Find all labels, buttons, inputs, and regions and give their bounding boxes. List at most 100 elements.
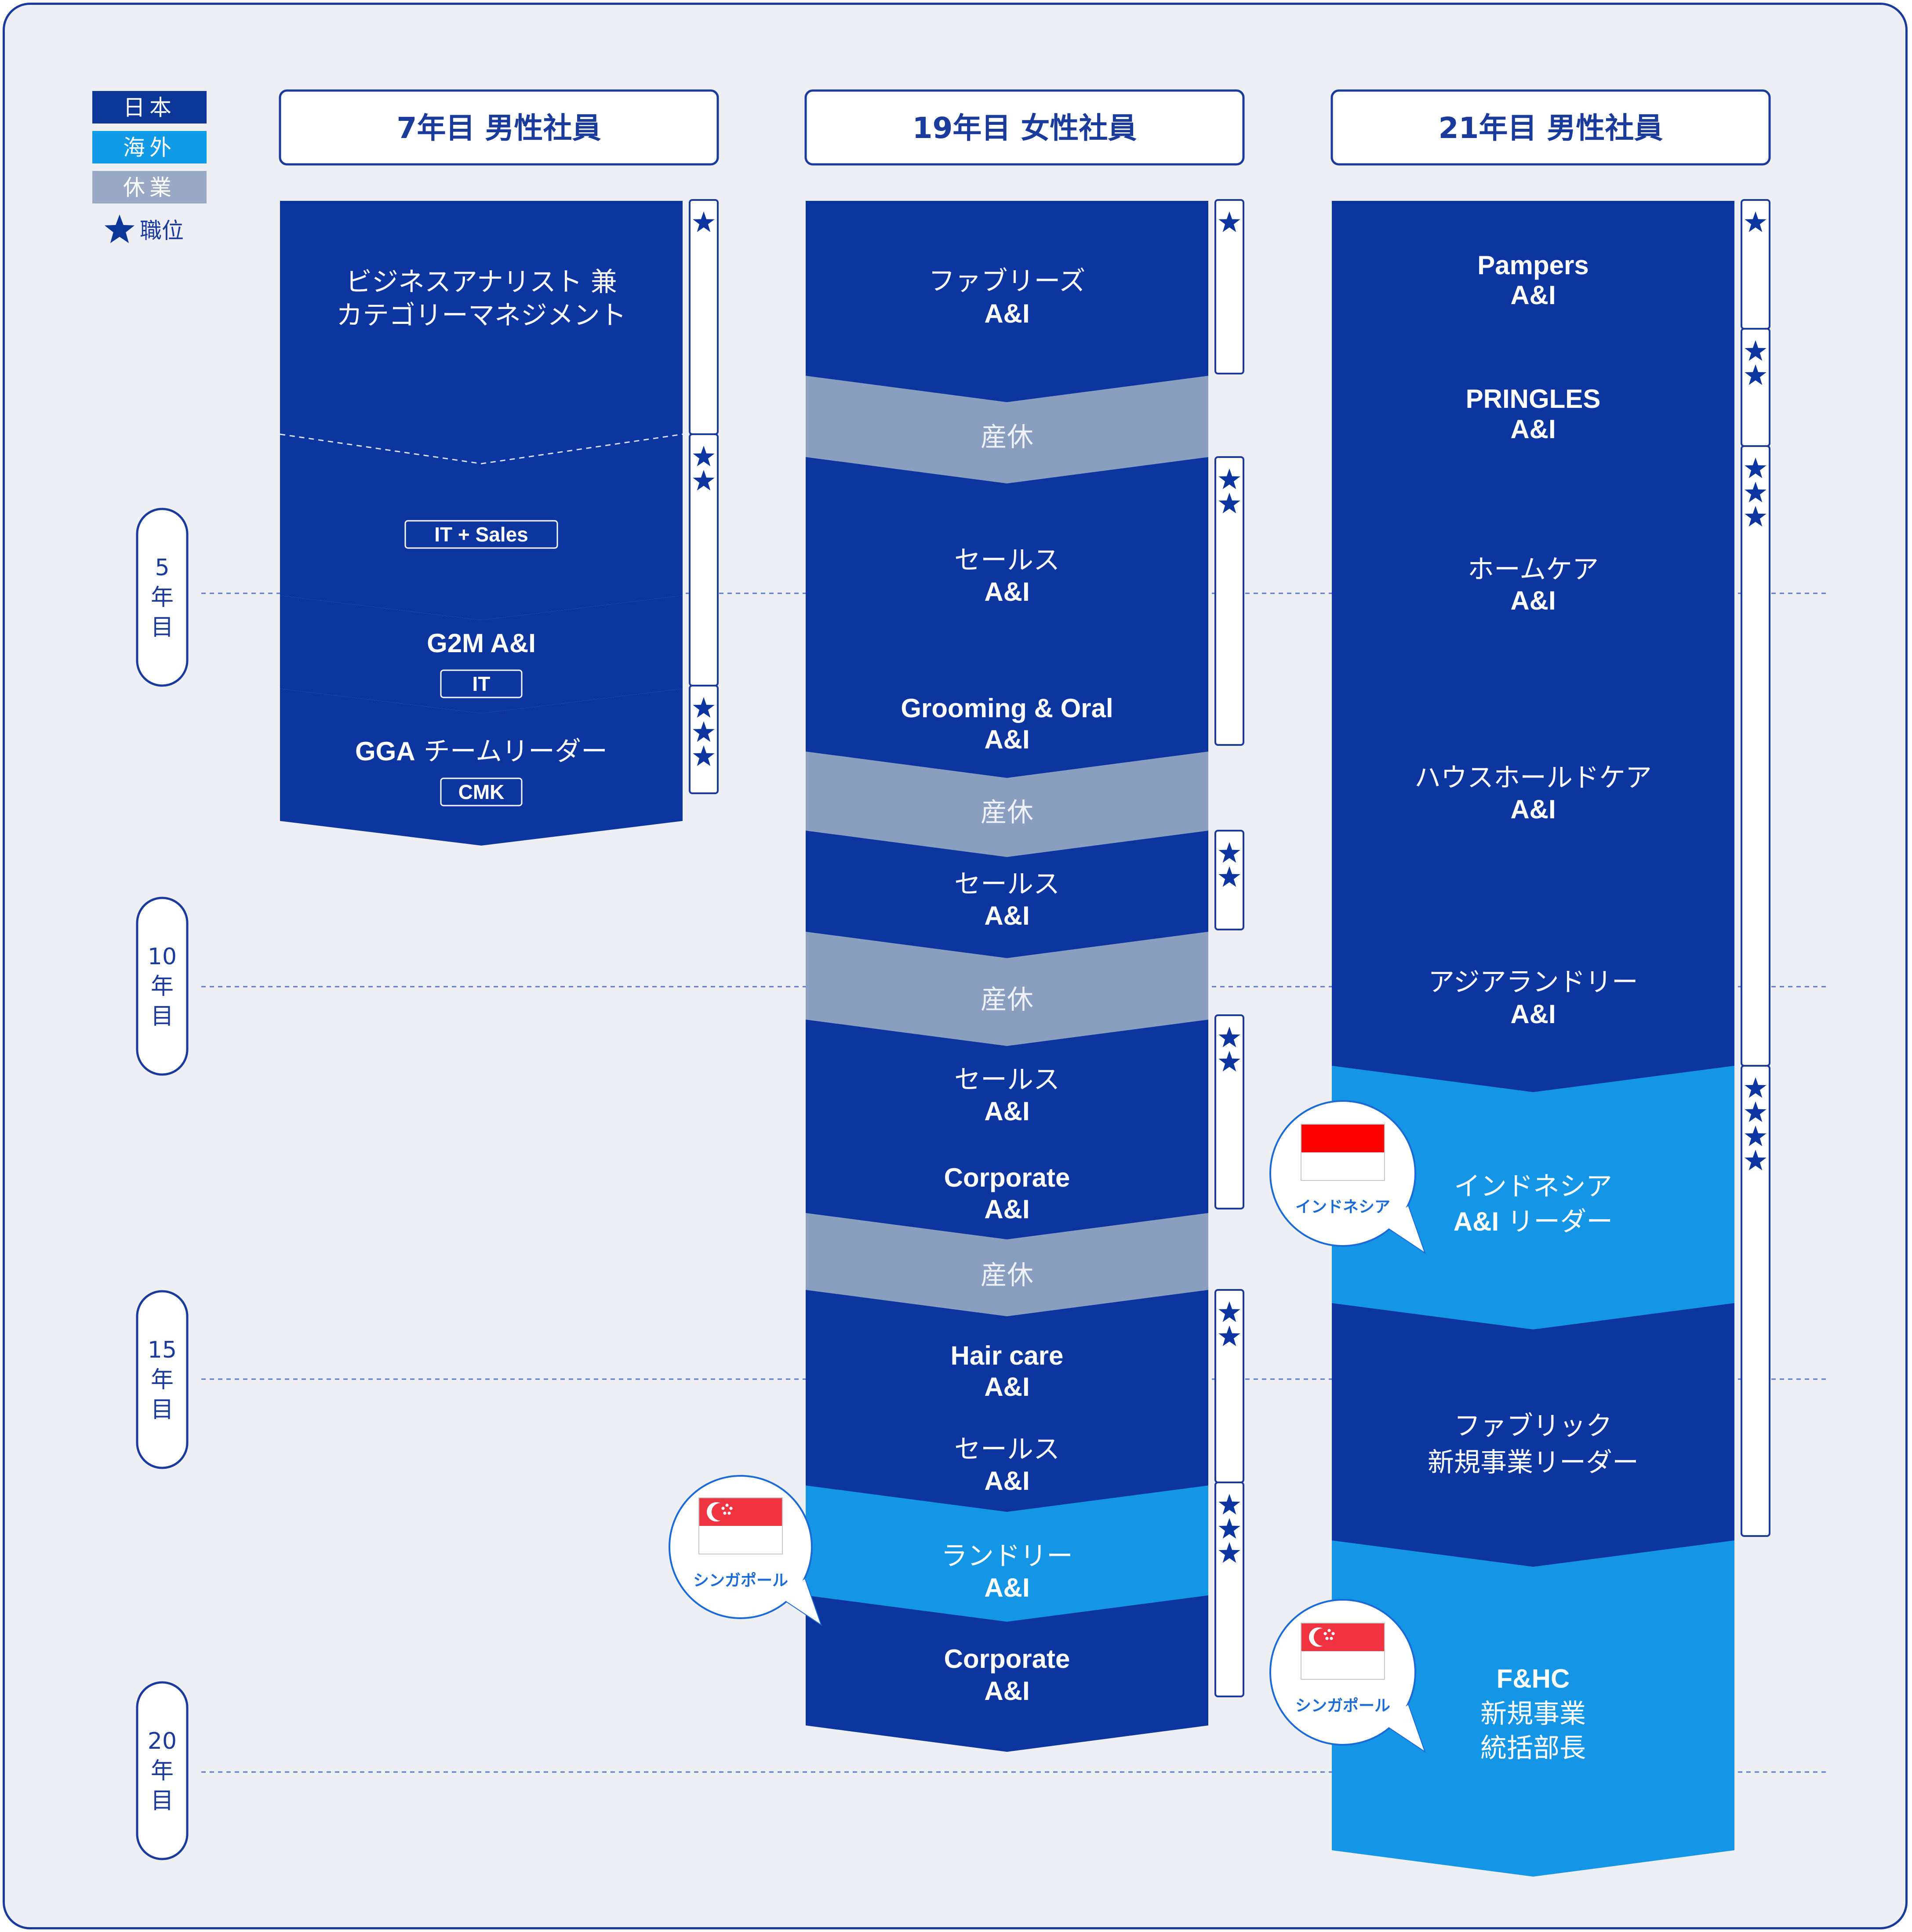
star-icon (104, 214, 135, 243)
flag-star-icon (1327, 1629, 1331, 1632)
position-level-frame (1214, 456, 1244, 746)
star-icon (1218, 866, 1240, 887)
flag-star-icon (723, 1511, 727, 1515)
career-block-label: A&I (984, 901, 1029, 930)
singapore-flag-icon (698, 1497, 783, 1554)
star-icon (1218, 493, 1240, 513)
position-level-box (689, 685, 719, 794)
star-icon (1218, 1494, 1240, 1514)
career-block-shape (806, 201, 1208, 429)
career-block-label: A&I (1510, 586, 1556, 615)
career-block-label: セールス (954, 1434, 1060, 1465)
career-block-label: A&I (984, 1097, 1029, 1126)
star-icon (1745, 1101, 1767, 1122)
flag-white-stripe (1301, 1651, 1385, 1679)
career-column-21-year-male: 21年目 男性社員PampersA&IPRINGLESA&IホームケアA&Iハウ… (1269, 89, 1771, 1877)
career-block-shape (1332, 201, 1734, 385)
career-block-label: セールス (954, 869, 1060, 900)
flag-border (698, 1497, 783, 1554)
legend: 日本 海外 休業 職位 (92, 91, 207, 243)
star-icon (1218, 1518, 1240, 1539)
column-title: 7年目 男性社員 (397, 111, 601, 145)
position-level-frame (1214, 1289, 1244, 1483)
career-block-label: Pampers (1477, 251, 1588, 280)
column-title: 21年目 男性社員 (1439, 111, 1663, 145)
legend-leave-label: 休業 (123, 175, 176, 200)
star-icon (693, 211, 715, 232)
star-icon (1218, 1542, 1240, 1563)
star-icon (1218, 1027, 1240, 1047)
legend-overseas-swatch (92, 131, 207, 163)
indonesia-flag-bubble: インドネシア (1269, 1100, 1426, 1254)
timeline-pill-5-shape (136, 508, 189, 687)
career-block-label: A&I (984, 299, 1029, 328)
career-block-label: GGA チームリーダー (355, 736, 607, 767)
star-icon (1218, 1301, 1240, 1322)
career-block-tag (440, 777, 523, 806)
career-block-label: A&I (984, 1466, 1029, 1496)
singapore-flag-bubble: シンガポール (1269, 1599, 1426, 1753)
career-block-label: 産休 (981, 797, 1033, 828)
star-icon (1745, 1150, 1767, 1170)
position-level-box (1741, 1065, 1770, 1537)
star-icon (1745, 506, 1767, 527)
career-block-tag-label: IT (473, 672, 491, 695)
position-level-frame (1741, 445, 1770, 1067)
career-block-shape (1332, 1303, 1734, 1591)
star-icon (1745, 340, 1767, 361)
career-block-shape (806, 457, 1208, 697)
career-block-shape (280, 689, 683, 846)
career-block-shape (280, 596, 683, 713)
position-level-box (1741, 199, 1770, 330)
career-block-label: 新規事業 (1480, 1699, 1586, 1729)
position-level-frame (1214, 1482, 1244, 1697)
position-level-frame (1214, 199, 1244, 374)
flag-border (1301, 1623, 1385, 1680)
flag-red-stripe (1301, 1124, 1385, 1152)
career-block-label: A&I (984, 1573, 1029, 1602)
career-block-label: 新規事業リーダー (1428, 1447, 1639, 1478)
flag-white-stripe (1301, 1152, 1385, 1180)
career-block-label: セールス (954, 1064, 1060, 1095)
career-block-shape (1332, 664, 1734, 921)
star-icon (1745, 211, 1767, 232)
career-block-label: Corporate (944, 1163, 1070, 1192)
flag-border (1301, 1124, 1385, 1181)
legend-japan-swatch (92, 91, 207, 123)
star-icon (693, 697, 715, 718)
star-icon (1218, 468, 1240, 489)
singapore-country-label: シンガポール (1295, 1696, 1390, 1715)
career-block-label: A&I (984, 1372, 1029, 1402)
column-title-box (1330, 89, 1771, 166)
singapore-flag-icon (1301, 1623, 1385, 1680)
position-level-frame (1741, 1065, 1770, 1537)
career-block-shape (1332, 868, 1734, 1116)
legend-overseas-label: 海外 (123, 135, 176, 160)
career-block-tag-label: IT + Sales (434, 523, 528, 546)
career-block-label: G2M A&I (427, 628, 536, 658)
career-block-label: F&HC (1497, 1664, 1570, 1693)
position-level-box (1214, 1014, 1244, 1209)
star-icon (693, 721, 715, 742)
position-level-box (689, 199, 719, 435)
crescent-moon-cutout (712, 1503, 729, 1521)
career-block-label: インドネシア (1454, 1171, 1612, 1202)
star-icon (1745, 1077, 1767, 1098)
